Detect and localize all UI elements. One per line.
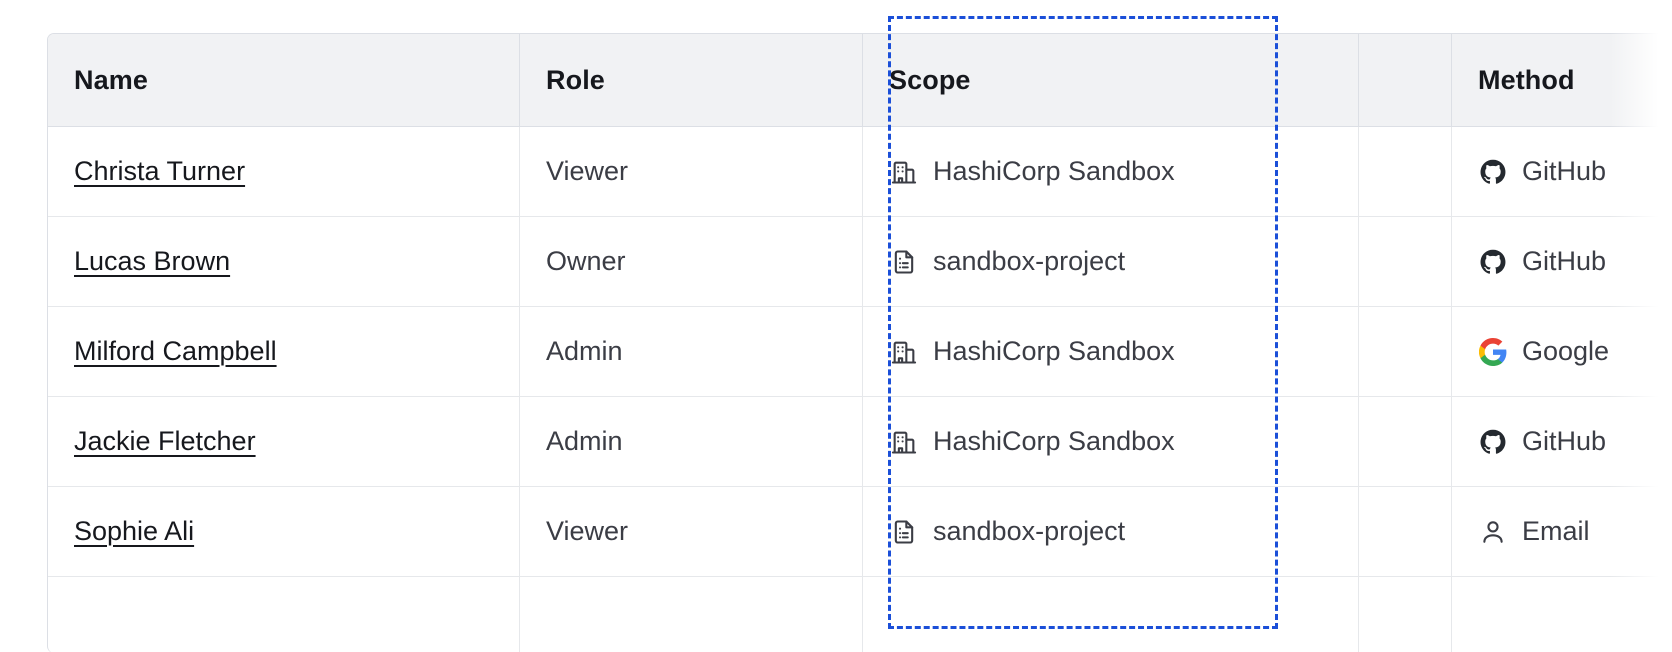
cell-blank <box>1359 307 1452 397</box>
cell-scope: HashiCorp Sandbox <box>863 397 1359 487</box>
github-icon <box>1478 427 1508 457</box>
google-icon <box>1478 337 1508 367</box>
scope-label: sandbox-project <box>933 516 1126 546</box>
cell-method: Email <box>1452 487 1672 577</box>
scope-label: HashiCorp Sandbox <box>933 156 1175 186</box>
cell-role: Owner <box>520 217 863 307</box>
project-document-icon <box>889 247 919 277</box>
organization-building-icon <box>889 337 919 367</box>
cell-blank <box>1359 397 1452 487</box>
cell-blank <box>1359 217 1452 307</box>
method-label: GitHub <box>1522 426 1607 456</box>
column-header-name[interactable]: Name <box>48 34 520 127</box>
method-label: GitHub <box>1522 156 1607 186</box>
cell-method <box>1452 577 1672 652</box>
cell-name <box>48 577 520 652</box>
cell-method: GitHub <box>1452 217 1672 307</box>
method-label: Google <box>1522 336 1610 366</box>
cell-name: Christa Turner <box>48 127 520 217</box>
user-name-link[interactable]: Milford Campbell <box>74 336 277 366</box>
cell-scope: sandbox-project <box>863 487 1359 577</box>
cell-name: Sophie Ali <box>48 487 520 577</box>
user-name-link[interactable]: Sophie Ali <box>74 516 195 546</box>
cell-scope <box>863 577 1359 652</box>
scope-label: sandbox-project <box>933 246 1126 276</box>
table-header: Name Role Scope Method <box>48 34 1672 127</box>
cell-role: Admin <box>520 307 863 397</box>
organization-building-icon <box>889 157 919 187</box>
user-name-link[interactable]: Christa Turner <box>74 156 246 186</box>
permissions-table: Name Role Scope Method Christa Turner Vi… <box>47 33 1672 652</box>
cell-name: Lucas Brown <box>48 217 520 307</box>
table-row: Sophie Ali Viewer <box>48 487 1672 577</box>
column-header-role[interactable]: Role <box>520 34 863 127</box>
cell-method: GitHub <box>1452 127 1672 217</box>
table-body: Christa Turner Viewer <box>48 127 1672 652</box>
cell-scope: HashiCorp Sandbox <box>863 127 1359 217</box>
user-name-link[interactable]: Jackie Fletcher <box>74 426 256 456</box>
github-icon <box>1478 247 1508 277</box>
user-person-icon <box>1478 517 1508 547</box>
table-row <box>48 577 1672 652</box>
table-row: Lucas Brown Owner <box>48 217 1672 307</box>
user-name-link[interactable]: Lucas Brown <box>74 246 231 276</box>
organization-building-icon <box>889 427 919 457</box>
cell-blank <box>1359 577 1452 652</box>
github-icon <box>1478 157 1508 187</box>
cell-method: Google <box>1452 307 1672 397</box>
project-document-icon <box>889 517 919 547</box>
table-header-row: Name Role Scope Method <box>48 34 1672 127</box>
cell-method: GitHub <box>1452 397 1672 487</box>
cell-name: Jackie Fletcher <box>48 397 520 487</box>
column-header-scope[interactable]: Scope <box>863 34 1359 127</box>
table-row: Milford Campbell Admin <box>48 307 1672 397</box>
cell-scope: sandbox-project <box>863 217 1359 307</box>
cell-role: Viewer <box>520 487 863 577</box>
method-label: GitHub <box>1522 246 1607 276</box>
table-row: Jackie Fletcher Admin <box>48 397 1672 487</box>
table-row: Christa Turner Viewer <box>48 127 1672 217</box>
scope-label: HashiCorp Sandbox <box>933 426 1175 456</box>
cell-name: Milford Campbell <box>48 307 520 397</box>
cell-role: Viewer <box>520 127 863 217</box>
scope-label: HashiCorp Sandbox <box>933 336 1175 366</box>
cell-blank <box>1359 487 1452 577</box>
column-header-method[interactable]: Method <box>1452 34 1672 127</box>
cell-scope: HashiCorp Sandbox <box>863 307 1359 397</box>
permissions-table-container: Name Role Scope Method Christa Turner Vi… <box>47 33 1672 652</box>
cell-blank <box>1359 127 1452 217</box>
method-label: Email <box>1522 516 1590 546</box>
cell-role: Admin <box>520 397 863 487</box>
column-header-blank <box>1359 34 1452 127</box>
cell-role <box>520 577 863 652</box>
